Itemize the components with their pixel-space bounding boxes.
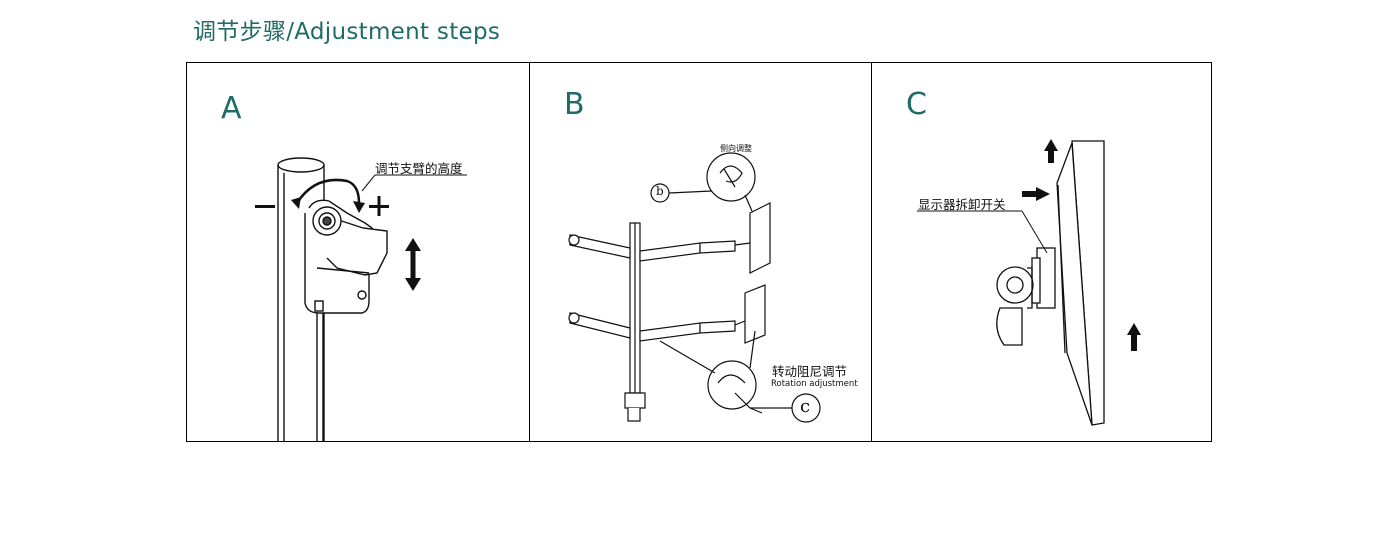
panel-a-label: A [221, 91, 242, 126]
panel-a: A [187, 63, 528, 441]
panel-c: C [871, 63, 1212, 441]
panel-c-label: C [906, 87, 927, 122]
panel-b-caption-en: Rotation adjustment [771, 379, 858, 389]
panel-c-illustration [917, 139, 1141, 426]
panel-b-label: B [564, 87, 585, 122]
page-title: 调节步骤/Adjustment steps [193, 19, 501, 45]
panel-a-caption: 调节支臂的高度 [375, 161, 463, 176]
steps-frame: A [186, 62, 1212, 442]
panel-c-caption: 显示器拆卸开关 [918, 197, 1006, 212]
callout-b: b [656, 184, 664, 198]
panel-b-illustration [568, 152, 821, 423]
panel-b: B [529, 63, 871, 441]
panel-b-caption-cn: 转动阻尼调节 [772, 364, 848, 379]
callout-c: c [800, 396, 811, 417]
panel-a-illustration [255, 157, 467, 441]
panel-b-tiny-label: 侧向调整 [720, 144, 752, 153]
